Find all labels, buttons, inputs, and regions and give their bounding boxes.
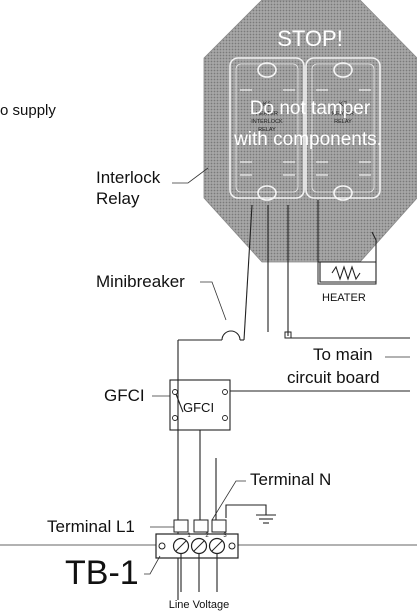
tb-number-1: 1 — [187, 533, 191, 539]
to-main-label-2: circuit board — [287, 368, 380, 387]
heater-resistor — [331, 265, 361, 281]
tb-number-3: 3 — [223, 533, 227, 539]
interlock-relay-tag: K6 — [263, 101, 271, 108]
gfci-outer-label: GFCI — [104, 386, 145, 405]
tb1-leader — [144, 555, 161, 575]
minibreaker-label: Minibreaker — [96, 272, 185, 291]
to-main-label-1: To main — [313, 345, 373, 364]
interlock-relay-line2: INTERLOCK — [251, 119, 283, 125]
interlock-relay-line1: HEATER — [256, 111, 278, 117]
minibreaker-leader — [200, 281, 227, 321]
heater-relay-tag: K7 — [339, 101, 347, 108]
tb-number-2: 2 — [205, 533, 209, 539]
heater-label: HEATER — [322, 292, 366, 304]
terminal-n-leader — [211, 480, 246, 521]
terminal-l1-label: Terminal L1 — [47, 517, 135, 536]
gfci-inner-label: GFCI — [183, 400, 214, 415]
interlock-leader-line — [172, 167, 209, 184]
interlock-relay-line3: RELAY — [258, 127, 276, 133]
gfci-terminal-tr — [222, 389, 228, 395]
warning-line-1: Do not tamper — [250, 98, 371, 119]
interlock-relay-label-2: Relay — [96, 189, 140, 208]
heater-relay-line1: HEATER — [332, 111, 354, 117]
gfci-terminal-tl — [172, 389, 178, 395]
wire-relay-left — [243, 204, 253, 341]
gfci-terminal-br — [222, 415, 228, 421]
tb1-label: TB-1 — [65, 554, 139, 592]
gfci-switch — [175, 393, 184, 413]
stop-text: STOP! — [277, 26, 343, 51]
gfci-terminal-bl — [172, 415, 178, 421]
line-voltage-label: Line Voltage — [169, 599, 230, 611]
terminal-n-label: Terminal N — [250, 470, 331, 489]
heater-box — [317, 261, 377, 285]
minibreaker-arc — [221, 330, 241, 341]
heater-relay-box: K7 HEATER RELAY — [305, 57, 381, 201]
terminal-block: 1 2 3 — [155, 519, 239, 559]
breaker-tab — [284, 331, 292, 339]
interlock-relay-label-1: Interlock — [96, 168, 161, 187]
wire-ground — [225, 504, 267, 518]
to-supply-label: o supply — [0, 102, 56, 119]
heater-relay-line2: RELAY — [334, 119, 352, 125]
warning-line-2: with components. — [233, 129, 382, 150]
interlock-relay-box: K6 HEATER INTERLOCK RELAY — [229, 57, 305, 201]
